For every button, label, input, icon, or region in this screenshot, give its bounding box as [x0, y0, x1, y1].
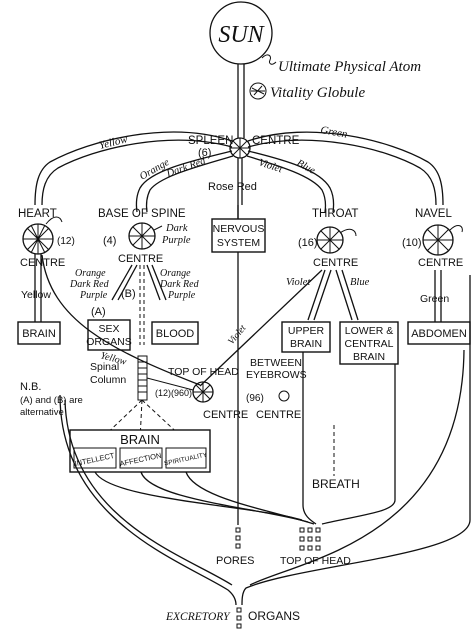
right-purple-label: Purple — [167, 290, 196, 301]
upper-brain-line2: BRAIN — [290, 338, 322, 350]
left-orange-label: Orange — [75, 268, 106, 279]
base-num: (4) — [103, 235, 116, 247]
right-darkred-label: Dark Red — [159, 279, 200, 290]
excretory-dots — [236, 607, 242, 629]
ultimate-atom-label-group: Ultimate Physical Atom — [261, 54, 421, 75]
sex-organs-box: SEX ORGANS — [86, 319, 132, 351]
sex-organs-line2: ORGANS — [86, 336, 132, 348]
blood-label: BLOOD — [156, 328, 195, 340]
dark-purple-line1: Dark — [165, 223, 188, 234]
dark-purple-line2: Purple — [161, 235, 191, 246]
lower-brain-line2: CENTRAL — [344, 338, 393, 350]
abdomen-label: ABDOMEN — [411, 328, 467, 340]
a-label: (A) — [91, 306, 106, 318]
spleen-num: (6) — [198, 147, 211, 159]
nb-line3: alternative — [20, 407, 64, 418]
navel-label: NAVEL — [415, 208, 452, 220]
abdomen-box: ABDOMEN — [407, 321, 471, 345]
throat-violet-label: Violet — [286, 277, 311, 288]
vitality-globule-label: Vitality Globule — [270, 85, 365, 101]
lower-brain-line3: BRAIN — [353, 351, 385, 363]
throat-blue-label: Blue — [350, 277, 370, 288]
vitality-globule-group: Vitality Globule — [249, 82, 365, 101]
throat-centre-node: THROAT (16) CENTRE — [298, 208, 358, 269]
sun-node: SUN — [209, 1, 273, 65]
pores-dots — [235, 527, 241, 549]
heart-centre-label: CENTRE — [20, 257, 65, 269]
brain-big-label: BRAIN — [120, 432, 160, 447]
between-centre-label: CENTRE — [256, 409, 301, 421]
right-orange-label: Orange — [160, 268, 191, 279]
base-centre-label: CENTRE — [118, 253, 163, 265]
heart-brain-box: BRAIN — [17, 321, 61, 345]
left-purple-label: Purple — [79, 290, 108, 301]
nb-line2: (A) and (B) are — [20, 395, 83, 406]
excretory-label: EXCRETORY — [165, 611, 231, 623]
navel-centre-label: CENTRE — [418, 257, 463, 269]
blood-box: BLOOD — [151, 321, 199, 345]
between-line1: BETWEEN — [250, 357, 302, 369]
sex-organs-line1: SEX — [98, 323, 119, 335]
throat-centre-label: CENTRE — [313, 257, 358, 269]
left-darkred-label: Dark Red — [69, 279, 110, 290]
base-of-spine-label: BASE OF SPINE — [98, 208, 186, 220]
spinal-column: Spinal Column Yellow — [90, 350, 148, 401]
throat-num: (16) — [298, 237, 318, 249]
top-of-head-bottom-label: TOP OF HEAD — [280, 555, 351, 567]
spinal-label-2: Column — [90, 374, 126, 386]
navel-green-label: Green — [420, 293, 449, 305]
brain-faculties-box: BRAIN INTELLECT AFFECTION SPIRITUALITY — [69, 429, 211, 473]
b-label: (B) — [121, 288, 136, 300]
navel-num: (10) — [402, 237, 422, 249]
nervous-system-line2: SYSTEM — [217, 237, 260, 249]
arc-label-darkred: Dark Red — [164, 155, 207, 180]
spinal-label-1: Spinal — [90, 361, 119, 373]
spleen-centre-node: SPLEEN (6) CENTRE — [188, 135, 300, 159]
breath-label: BREATH — [312, 477, 360, 491]
arc-label-green: Green — [319, 124, 348, 141]
ultimate-atom-label: Ultimate Physical Atom — [278, 59, 421, 75]
base-of-spine-node: BASE OF SPINE (4) Dark Purple CENTRE — [98, 208, 191, 265]
top-head-dots — [299, 527, 321, 551]
pores-label: PORES — [216, 555, 255, 567]
sun-label: SUN — [218, 22, 265, 48]
nervous-system-box: NERVOUS SYSTEM — [211, 218, 266, 253]
nb-note: N.B. (A) and (B) are alternative — [20, 381, 83, 418]
top-of-head-node: TOP OF HEAD (12)(960) CENTRE — [155, 366, 248, 421]
lower-brain-line1: LOWER & — [345, 325, 393, 337]
nervous-system-line1: NERVOUS — [213, 223, 265, 235]
top-num: (12)(960) — [155, 388, 192, 398]
heart-num: (12) — [57, 236, 75, 247]
between-num: (96) — [246, 393, 264, 404]
organs-label: ORGANS — [248, 609, 300, 623]
upper-brain-line1: UPPER — [288, 325, 325, 337]
heart-yellow-label: Yellow — [21, 289, 51, 301]
lower-central-brain-box: LOWER & CENTRAL BRAIN — [339, 321, 399, 365]
navel-centre-node: NAVEL (10) CENTRE — [402, 208, 463, 269]
upper-brain-box: UPPER BRAIN — [281, 321, 331, 353]
heart-brain-label: BRAIN — [22, 328, 56, 340]
between-eyebrows-node: BETWEEN EYEBROWS (96) CENTRE — [246, 357, 307, 421]
between-line2: EYEBROWS — [246, 369, 307, 381]
top-of-head-label: TOP OF HEAD — [168, 366, 239, 378]
rose-red-label: Rose Red — [208, 181, 257, 193]
top-centre-label: CENTRE — [203, 409, 248, 421]
arc-label-yellow: Yellow — [98, 133, 130, 152]
nb-line1: N.B. — [20, 381, 41, 393]
throat-label: THROAT — [312, 208, 358, 220]
heart-centre-node: HEART (12) CENTRE — [18, 208, 75, 269]
heart-label: HEART — [18, 208, 57, 220]
